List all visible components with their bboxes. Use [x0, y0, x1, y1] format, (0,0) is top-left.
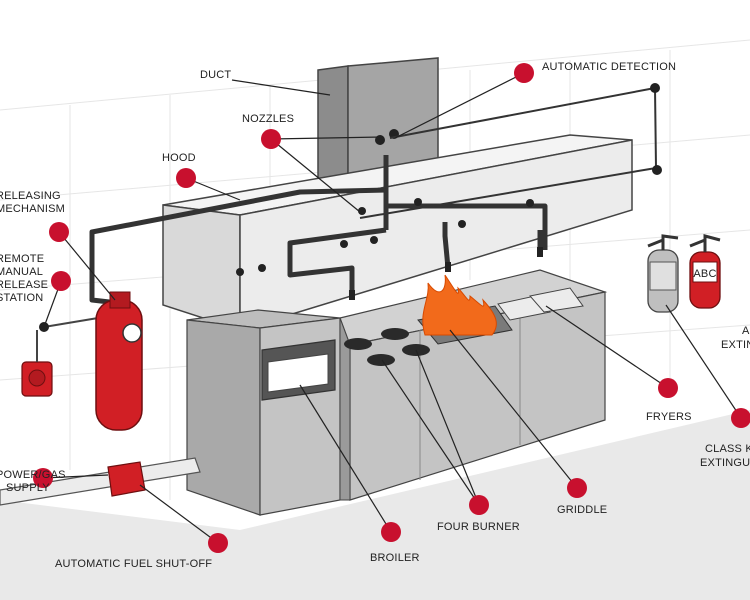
- label-remote-4: STATION: [0, 292, 43, 304]
- label-broiler: BROILER: [370, 552, 420, 564]
- fuel-shutoff-valve-icon: [107, 461, 146, 497]
- marker-four-burner: [469, 495, 489, 515]
- label-power-gas-2: SUPPLY: [6, 482, 50, 494]
- leader-lines: [42, 72, 742, 544]
- label-class-k-1: CLASS K: [705, 443, 750, 455]
- label-griddle: GRIDDLE: [557, 504, 607, 516]
- class-k-extinguisher: [647, 234, 679, 313]
- label-nozzles: NOZZLES: [242, 113, 294, 125]
- marker-automatic-detection: [514, 63, 534, 83]
- label-power-gas-1: POWER/GAS: [0, 469, 66, 481]
- label-class-k-2: EXTINGUISHER: [700, 457, 750, 469]
- label-releasing-1: RELEASING: [0, 190, 61, 202]
- marker-broiler: [381, 522, 401, 542]
- label-four-burner: FOUR BURNER: [437, 521, 520, 533]
- remote-pull-station: [21, 330, 53, 397]
- label-remote-2: MANUAL: [0, 266, 43, 278]
- marker-fuel-shutoff: [208, 533, 228, 553]
- pressure-gauge-icon: [122, 323, 142, 343]
- abc-extinguisher: ABC: [689, 234, 721, 309]
- label-abc-1: ABC: [742, 325, 750, 337]
- marker-griddle: [567, 478, 587, 498]
- callout-markers: [33, 63, 750, 553]
- detection-line: [359, 86, 658, 219]
- marker-fryers: [658, 378, 678, 398]
- marker-class-k: [731, 408, 750, 428]
- label-remote-1: REMOTE: [0, 253, 44, 265]
- marker-hood: [176, 168, 196, 188]
- marker-releasing-mechanism: [49, 222, 69, 242]
- griddle-fire: [422, 274, 497, 336]
- abc-tag-label: ABC: [693, 268, 716, 280]
- label-automatic-detection: AUTOMATIC DETECTION: [542, 61, 676, 73]
- marker-remote-station: [51, 271, 71, 291]
- detector-node: [652, 165, 662, 175]
- gas-supply-pipe: [0, 457, 201, 506]
- detector-node: [650, 83, 660, 93]
- marker-nozzles: [261, 129, 281, 149]
- label-hood: HOOD: [162, 152, 196, 164]
- floor: [0, 410, 750, 600]
- label-remote-3: RELEASE: [0, 279, 48, 291]
- suppression-piping: [89, 155, 548, 306]
- marker-power-gas: [33, 468, 53, 488]
- cooking-line: [186, 269, 608, 516]
- label-releasing-2: MECHANISM: [0, 203, 65, 215]
- label-abc-2: EXTINGUISHER: [721, 339, 750, 351]
- label-duct: DUCT: [200, 69, 231, 81]
- label-fryers: FRYERS: [646, 411, 692, 423]
- label-automatic-fuel-shutoff: AUTOMATIC FUEL SHUT-OFF: [55, 558, 212, 570]
- suppression-cylinder: [95, 291, 143, 431]
